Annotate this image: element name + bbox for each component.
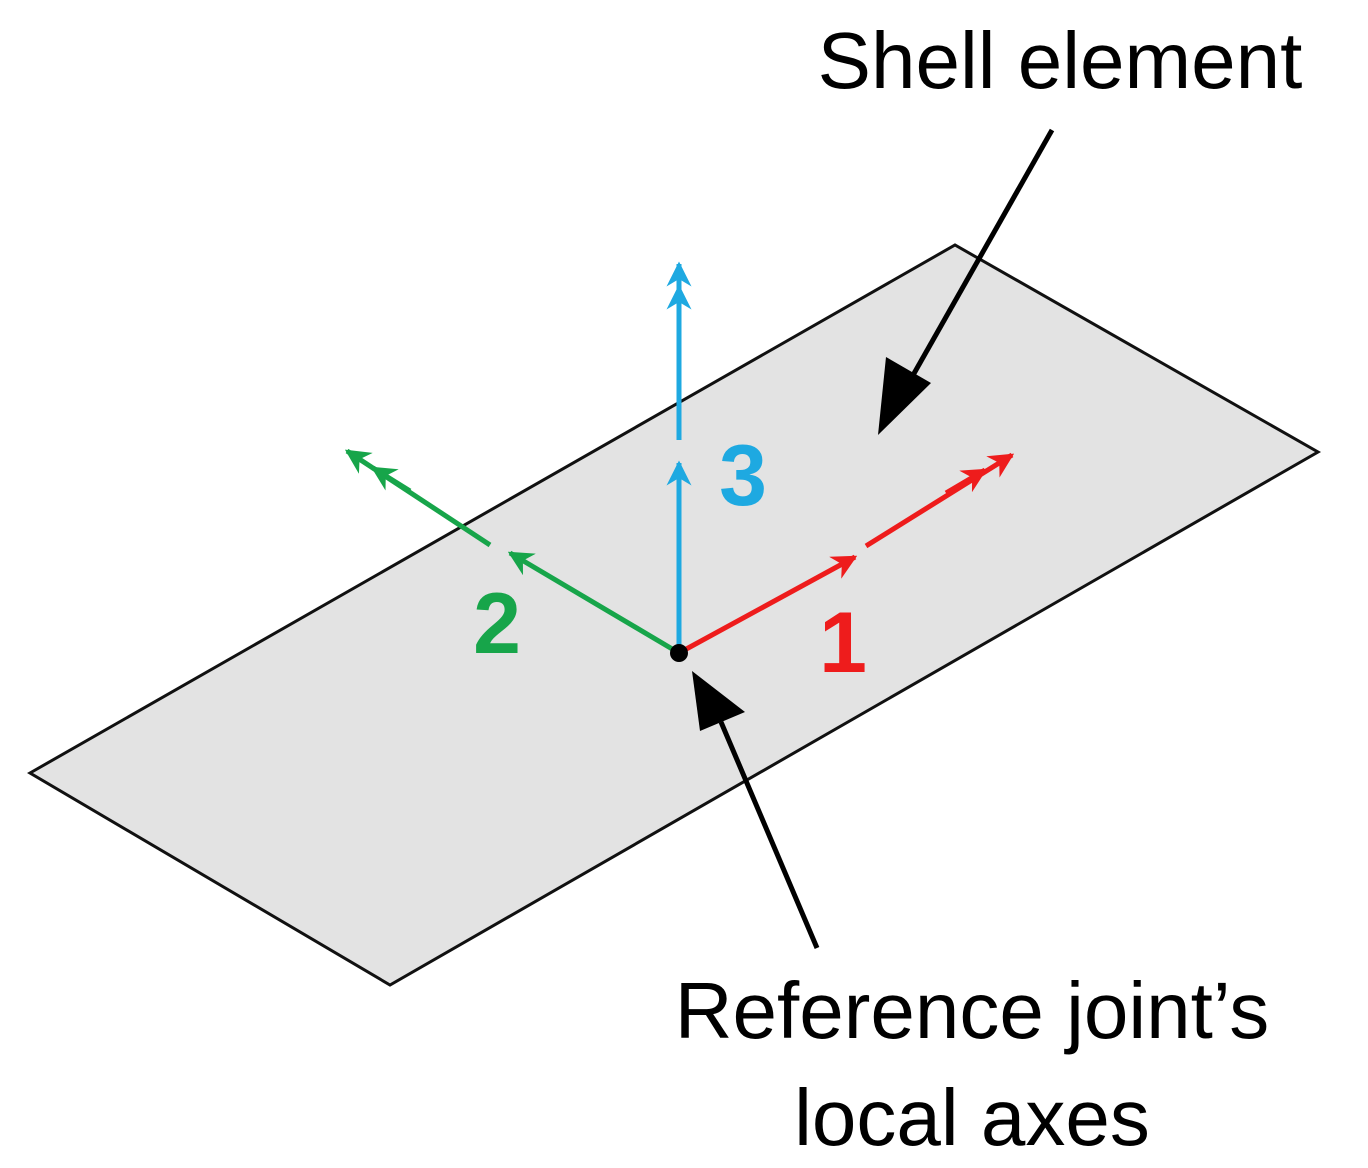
reference-joint-pointer-arrow	[718, 721, 820, 949]
shell-element-pointer-arrow	[909, 128, 1055, 379]
reference-joint-label-line1: Reference joint’s	[675, 966, 1269, 1055]
shell-element-pointer-head	[878, 357, 931, 435]
axis-2-arrow	[344, 448, 681, 656]
axis-2-label: 2	[473, 576, 521, 672]
reference-joint-dot	[670, 644, 688, 662]
reference-joint-pointer-head	[692, 671, 745, 731]
axis-1-arrow	[677, 452, 1015, 656]
axis-3-label: 3	[719, 428, 767, 524]
axis-1-label: 1	[819, 595, 867, 691]
shell-element-label: Shell element	[818, 16, 1303, 105]
reference-joint-label-line2: local axes	[794, 1073, 1150, 1162]
shell-element-plate	[27, 243, 1322, 987]
